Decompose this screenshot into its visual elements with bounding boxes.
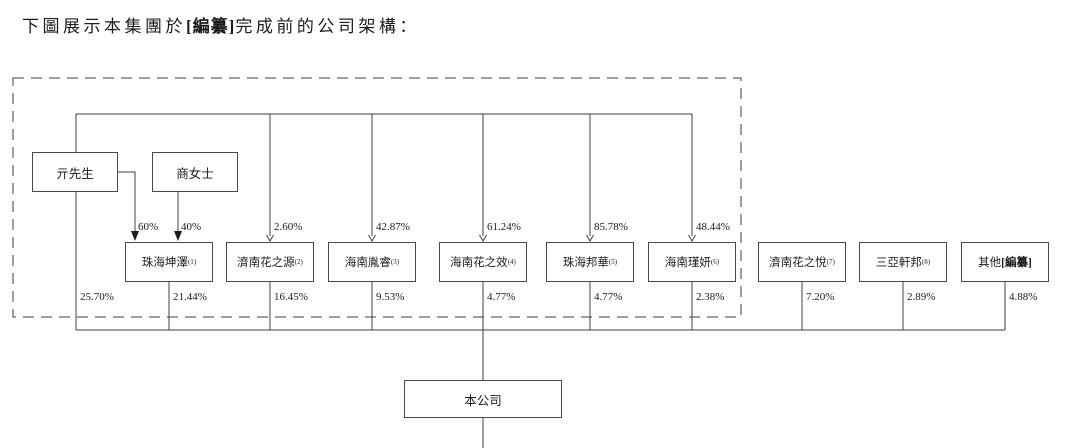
pct-company-entity-0: 21.44% [173, 291, 207, 303]
pct-qi-entity-1: 2.60% [274, 221, 303, 233]
pct-qi-entity-5: 48.44% [696, 221, 730, 233]
person-box-mr-qi: 亓先生 [32, 152, 118, 192]
pct-qi-entity-4: 85.78% [594, 221, 628, 233]
pct-company-qi: 25.70% [80, 291, 114, 303]
pct-company-entity-5: 2.38% [696, 291, 725, 303]
title-suffix: 完成前的公司架構： [235, 17, 420, 36]
pct-qi-entity-3: 61.24% [487, 221, 521, 233]
entity-box-jinan-huazhiyuan: 濟南花之源(2) [226, 242, 314, 282]
title-prefix: 下圖展示本集團於 [22, 17, 186, 36]
pct-qi-to-kunze: 60% [138, 221, 159, 233]
entity-box-sanya-xuanbang: 三亞軒邦(8) [859, 242, 947, 282]
entity-box-hainan-yinrui: 海南胤睿(3) [328, 242, 416, 282]
title-redacted: [編纂] [186, 17, 236, 36]
pct-company-entity-7: 2.89% [907, 291, 936, 303]
entity-box-jinan-huazhiyue: 濟南花之悅(7) [758, 242, 846, 282]
pct-company-entity-4: 4.77% [594, 291, 623, 303]
redacted-mark: [編纂] [1001, 257, 1032, 269]
pct-company-entity-6: 7.20% [806, 291, 835, 303]
entity-box-hainan-jinyan: 海南瑾妍(6) [648, 242, 736, 282]
company-box: 本公司 [404, 380, 562, 418]
entity-box-hainan-huazhixiao: 海南花之效(4) [439, 242, 527, 282]
person-label: 商女士 [176, 166, 214, 181]
entity-box-zhuhai-banghua: 珠海邦華(5) [546, 242, 634, 282]
entity-box-others-redacted: 其他[編纂] [961, 242, 1049, 282]
person-label: 亓先生 [56, 166, 94, 181]
pct-company-entity-3: 4.77% [487, 291, 516, 303]
pct-company-entity-2: 9.53% [376, 291, 405, 303]
pct-company-entity-1: 16.45% [274, 291, 308, 303]
page-title: 下圖展示本集團於[編纂]完成前的公司架構： [22, 12, 420, 37]
entity-box-zhuhai-kunze: 珠海坤澤(1) [125, 242, 213, 282]
pct-shang-to-kunze: 40% [181, 221, 202, 233]
pct-company-entity-8: 4.88% [1009, 291, 1038, 303]
person-box-ms-shang: 商女士 [152, 152, 238, 192]
pct-qi-entity-2: 42.87% [376, 221, 410, 233]
